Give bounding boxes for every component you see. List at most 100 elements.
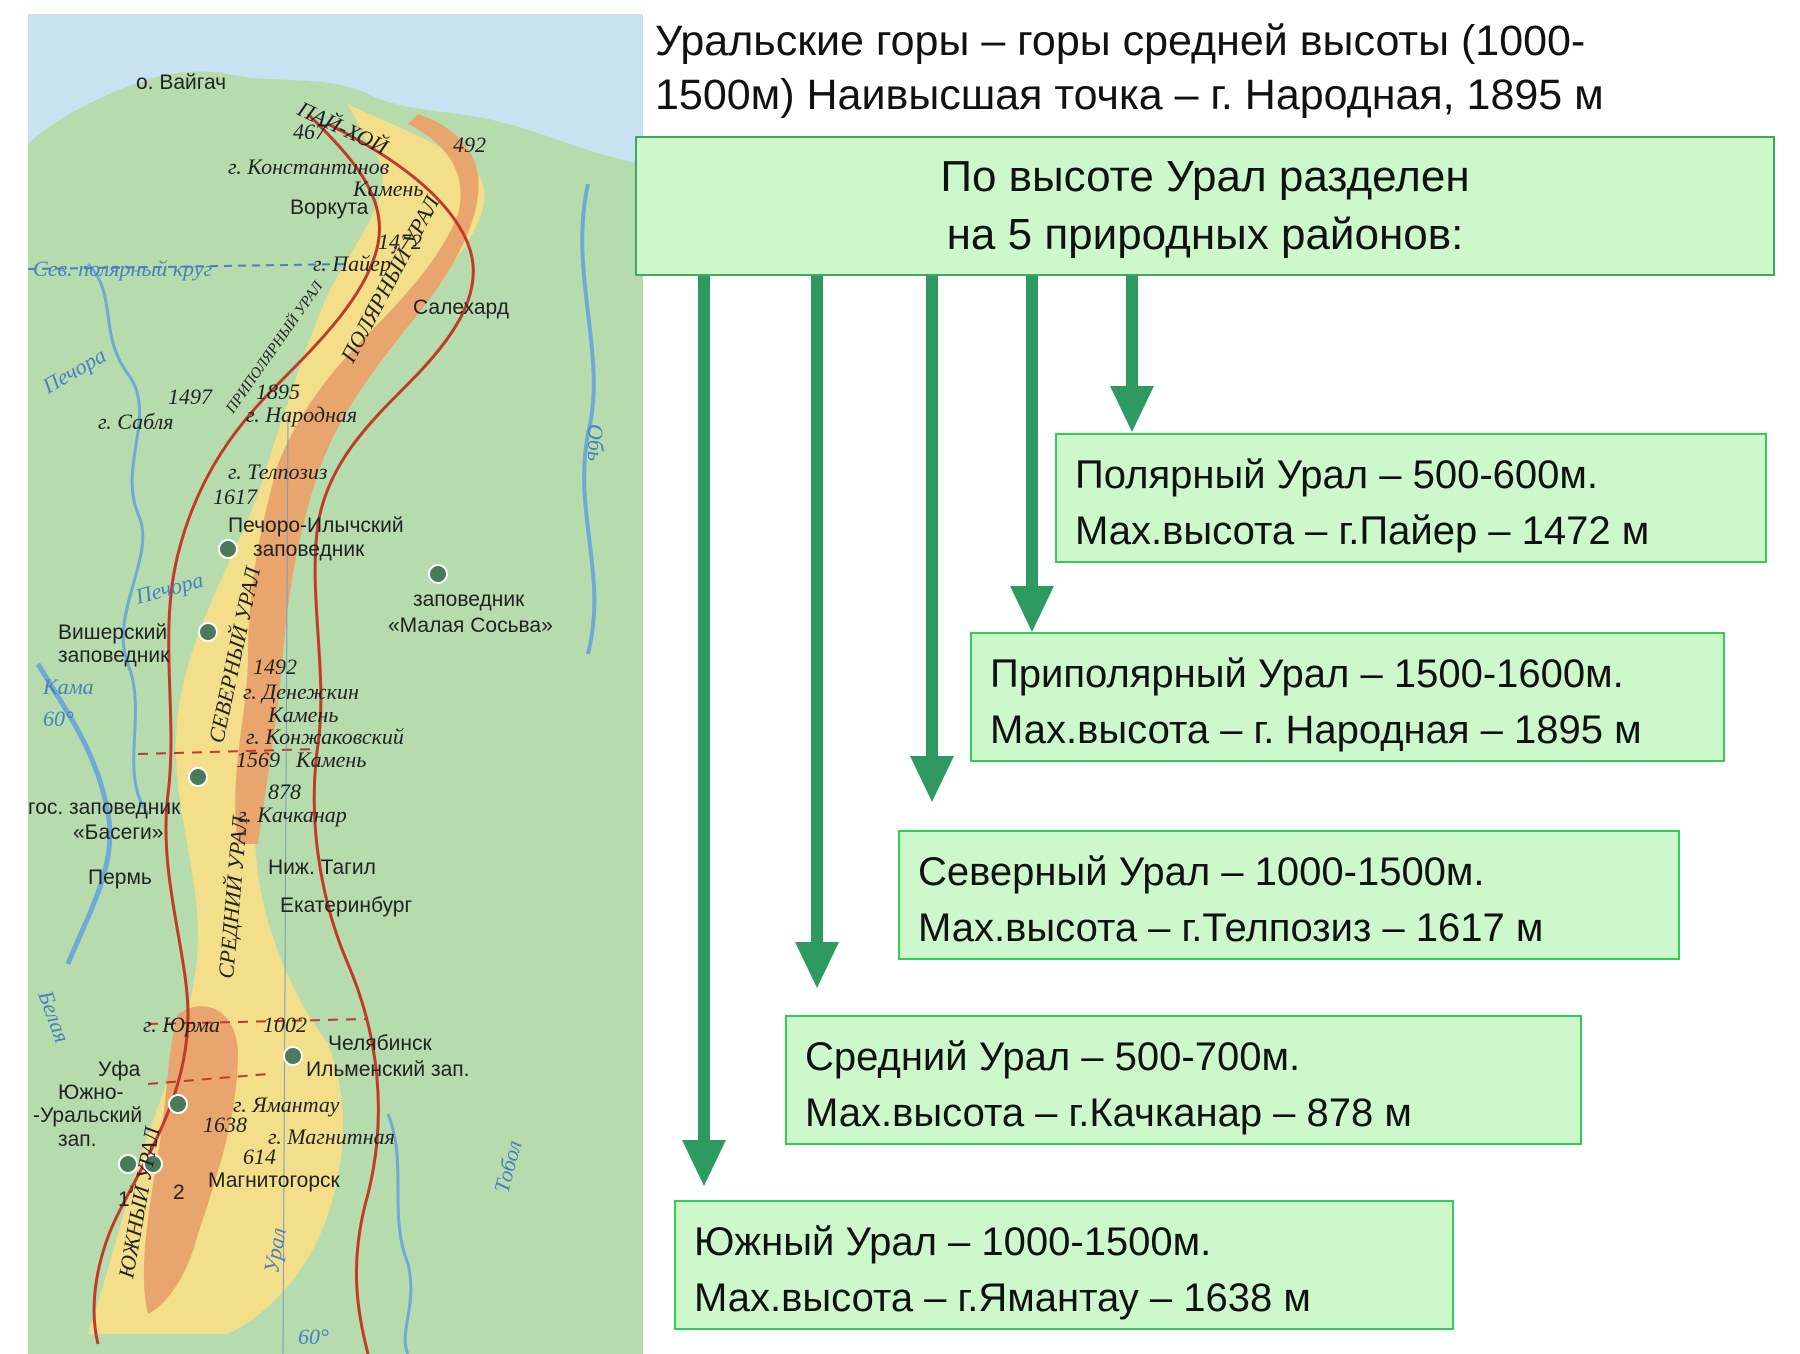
region-polar-line-2: Мах.высота – г.Пайер – 1472 м: [1075, 509, 1650, 553]
map-section-divider-3: [147, 1073, 269, 1085]
map-label-pechora-ilych: Печоро-Илычский: [228, 514, 404, 537]
map-label-salekhard: Салехард: [413, 296, 509, 319]
map-label-yuzhno1: Южно-: [58, 1081, 124, 1104]
map-label-arctic-circle: Сев. полярный круг: [33, 256, 212, 281]
map-label-vaigach: о. Вайгач: [136, 71, 226, 94]
region-box-north-ural: Северный Урал – 1000-1500м. Мах.высота –…: [898, 830, 1680, 960]
region-south-line-2: Мах.высота – г.Ямантау – 1638 м: [694, 1276, 1311, 1320]
map-label-magnitogorsk: Магнитогорск: [208, 1169, 341, 1192]
map-label-ilmen: Ильменский зап.: [306, 1058, 470, 1081]
arrow-head-south: [682, 1140, 726, 1186]
map-label-denezhkin: г. Денежкин: [243, 679, 359, 704]
map-label-basegi2: «Басеги»: [73, 821, 163, 844]
reserve-icon-basegi: [188, 767, 208, 787]
map-label-yuzhno2: -Уральский: [33, 1104, 142, 1127]
map-island-vaigach: [168, 74, 268, 106]
map-label-n2: 2: [173, 1181, 185, 1204]
map-label-kamen3: Камень: [295, 747, 366, 772]
region-north-line-1: Северный Урал – 1000-1500м.: [918, 850, 1485, 894]
reserve-icon-ilmen: [283, 1046, 303, 1066]
map-label-kamen2: Камень: [267, 702, 338, 727]
reserve-icon-pechora: [218, 539, 238, 559]
map-label-h492: 492: [453, 132, 486, 157]
map-label-h1569: 1569: [236, 747, 280, 772]
map-label-vishera2: заповедник: [58, 644, 170, 667]
map-label-basegi1: гос. заповедник: [28, 796, 181, 819]
region-middle-line-2: Мах.высота – г.Качканар – 878 м: [805, 1091, 1412, 1135]
map-arctic-circle: [28, 263, 349, 270]
map-river-ural: [386, 1113, 413, 1354]
region-box-middle-ural: Средний Урал – 500-700м. Мах.высота – г.…: [785, 1015, 1582, 1145]
reserve-icon-south-ural: [168, 1094, 188, 1114]
map-label-h467: 467: [293, 119, 327, 144]
intro-line-2: 1500м) Наивысшая точка – г. Народная, 18…: [655, 71, 1604, 119]
header-line-1: По высоте Урал разделен: [940, 152, 1470, 201]
region-box-south-ural: Южный Урал – 1000-1500м. Мах.высота – г.…: [674, 1200, 1454, 1330]
map-section-divider-1: [137, 748, 319, 755]
map-label-telposiz: г. Телпозиз: [228, 459, 327, 484]
region-subpolar-line-1: Приполярный Урал – 1500-1600м.: [990, 652, 1624, 696]
map-label-deg60: 60°: [43, 706, 74, 731]
map-label-malaya-sosva: «Малая Сосьва»: [388, 614, 553, 637]
map-label-konzhak: г. Конжаковский: [246, 724, 404, 749]
map-sea: [28, 14, 643, 164]
map-label-payer: г. Пайер: [313, 251, 391, 276]
map-label-yamantau: г. Ямантау: [233, 1092, 340, 1117]
map-label-ekaterinburg: Екатеринбург: [280, 894, 412, 917]
map-label-zapovednik2: заповедник: [413, 588, 525, 611]
reserve-icon-vishera: [198, 622, 218, 642]
arrow-head-subpolar: [1010, 586, 1054, 632]
reserve-icon-malaya-sosva: [428, 564, 448, 584]
map-label-ufa: Уфа: [98, 1058, 141, 1081]
map-label-vorkuta: Воркута: [290, 196, 369, 219]
map-label-kachkanar: г. Качканар: [238, 802, 347, 827]
ural-physical-map: о. Вайгач ПАЙ-ХОЙ 467 492 г. Константино…: [28, 14, 643, 1354]
region-middle-line-1: Средний Урал – 500-700м.: [805, 1035, 1301, 1079]
arrow-shaft-polar: [1126, 276, 1138, 386]
arrow-head-polar: [1110, 386, 1154, 432]
arrow-head-middle: [795, 942, 839, 988]
map-label-zapovednik1: заповедник: [253, 538, 365, 561]
arrow-shaft-south: [698, 276, 710, 1140]
map-ridge-north: [235, 114, 479, 844]
arrow-head-north: [910, 756, 954, 802]
map-label-n1: 1: [118, 1188, 130, 1211]
map-label-h1492: 1492: [253, 654, 297, 679]
map-label-ob: Обь: [583, 424, 608, 461]
map-river-kama: [35, 662, 113, 965]
map-label-nizh-tagil: Ниж. Тагил: [268, 856, 376, 879]
map-label-konstantinov: г. Константинов: [228, 154, 390, 179]
header-box: По высоте Урал разделен на 5 природных р…: [635, 136, 1775, 276]
map-label-narodnaya: г. Народная: [246, 402, 357, 427]
map-label-h1617: 1617: [213, 484, 258, 509]
map-label-kamen1: Камень: [352, 176, 423, 201]
region-box-polar-ural: Полярный Урал – 500-600м. Мах.высота – г…: [1055, 433, 1767, 563]
map-label-perm: Пермь: [88, 866, 152, 889]
map-label-yurma: г. Юрма: [143, 1012, 220, 1037]
map-label-h1895: 1895: [256, 379, 300, 404]
reserve-icon-1: [118, 1154, 138, 1174]
map-label-sablya: г. Сабля: [98, 409, 173, 434]
map-label-h1638: 1638: [203, 1112, 247, 1137]
map-river-ob: [580, 183, 597, 655]
region-polar-line-1: Полярный Урал – 500-600м.: [1075, 453, 1598, 497]
map-label-h614: 614: [243, 1144, 276, 1169]
region-subpolar-line-2: Мах.высота – г. Народная – 1895 м: [990, 708, 1642, 752]
region-north-line-2: Мах.высота – г.Телпозиз – 1617 м: [918, 906, 1544, 950]
arrow-shaft-north: [926, 276, 938, 756]
map-label-vishera1: Вишерский: [58, 621, 167, 644]
map-label-deg60b: 60°: [298, 1324, 329, 1349]
intro-text: Уральские горы – горы средней высоты (10…: [655, 14, 1785, 122]
intro-line-1: Уральские горы – горы средней высоты (10…: [655, 17, 1586, 65]
region-box-subpolar-ural: Приполярный Урал – 1500-1600м. Мах.высот…: [970, 632, 1725, 762]
map-label-kama: Кама: [42, 674, 94, 699]
map-label-yuzhno3: зап.: [58, 1128, 97, 1151]
header-line-2: на 5 природных районов:: [946, 210, 1464, 259]
map-boundary-east: [312, 122, 475, 1354]
map-label-chelyabinsk: Челябинск: [328, 1032, 432, 1055]
map-river-pechora: [86, 262, 150, 815]
map-meridian: [282, 413, 289, 1354]
reserve-icon-2: [143, 1154, 163, 1174]
map-label-magnitnaya: г. Магнитная: [268, 1124, 395, 1149]
map-section-divider-2: [147, 1018, 369, 1025]
